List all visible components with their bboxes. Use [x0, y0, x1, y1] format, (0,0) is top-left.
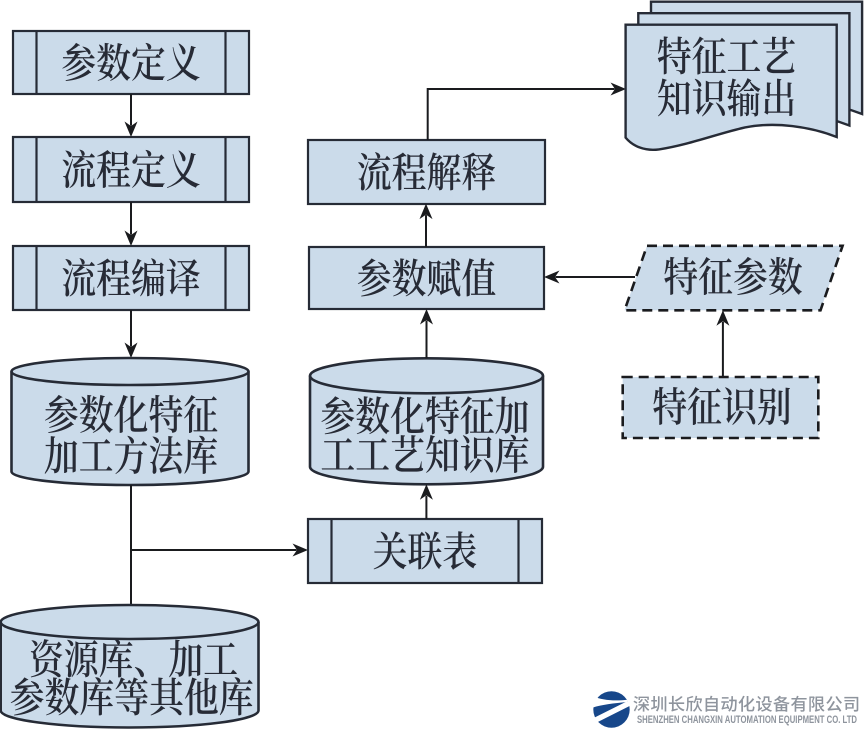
- svg-text:SHENZHEN CHANGXIN AUTOMATION E: SHENZHEN CHANGXIN AUTOMATION EQUIPMENT C…: [637, 714, 857, 726]
